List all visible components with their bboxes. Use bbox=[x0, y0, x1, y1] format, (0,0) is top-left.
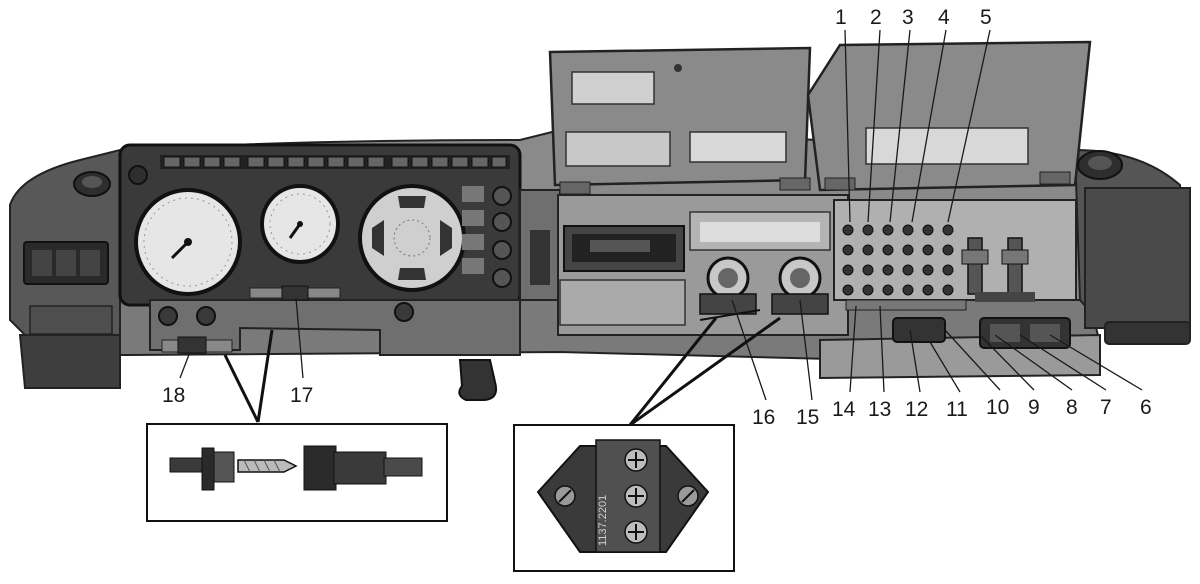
relay-16 bbox=[689, 211, 831, 321]
center-flap bbox=[548, 46, 812, 195]
callout-13: 13 bbox=[868, 398, 891, 421]
fuse-18 bbox=[161, 336, 233, 354]
callout-4: 4 bbox=[938, 6, 950, 29]
callout-7: 7 bbox=[1100, 396, 1112, 419]
toggle-levers bbox=[961, 237, 1035, 302]
leader-lines bbox=[179, 29, 1143, 401]
right-vent bbox=[1077, 150, 1123, 180]
combination-gauge bbox=[358, 184, 466, 292]
radio-unit bbox=[563, 225, 685, 272]
callout-12: 12 bbox=[905, 398, 928, 421]
left-switch-block bbox=[23, 241, 113, 335]
inset-fuse-detail bbox=[146, 329, 448, 522]
callout-18: 18 bbox=[162, 384, 185, 407]
warning-lamp-strip bbox=[160, 155, 510, 169]
fuse-block bbox=[842, 224, 954, 296]
callout-numbers: 1 2 3 4 5 6 7 8 9 10 11 12 13 14 15 16 1… bbox=[162, 6, 1152, 429]
center-panel bbox=[519, 189, 849, 336]
callout-2: 2 bbox=[870, 6, 882, 29]
callout-6: 6 bbox=[1140, 396, 1152, 419]
fuse-holder-part bbox=[169, 447, 235, 491]
callout-3: 3 bbox=[902, 6, 914, 29]
inset-relay-detail: 1137.2201 bbox=[513, 316, 781, 572]
callout-14: 14 bbox=[832, 398, 856, 421]
callout-16: 16 bbox=[752, 406, 775, 429]
callout-17: 17 bbox=[290, 384, 313, 407]
callout-9: 9 bbox=[1028, 396, 1040, 419]
right-flap bbox=[806, 40, 1092, 192]
pressure-gauge bbox=[260, 184, 340, 264]
indicator-lamp-column bbox=[462, 186, 512, 288]
relay-terminal-screws bbox=[624, 448, 648, 544]
callout-10: 10 bbox=[986, 396, 1009, 419]
steering-column bbox=[458, 359, 498, 401]
fuse-panel bbox=[833, 199, 1077, 311]
instrument-cluster bbox=[118, 143, 522, 307]
callout-1: 1 bbox=[835, 6, 847, 29]
left-vent bbox=[73, 171, 111, 197]
callout-5: 5 bbox=[980, 6, 992, 29]
fuse-17 bbox=[249, 285, 341, 301]
callout-8: 8 bbox=[1066, 396, 1078, 419]
fuse-cap-part bbox=[303, 445, 423, 491]
callout-11: 11 bbox=[946, 398, 968, 421]
lower-shroud bbox=[149, 285, 521, 356]
relay-body: 1137.2201 bbox=[536, 439, 710, 553]
callout-15: 15 bbox=[796, 406, 819, 429]
speedometer-gauge bbox=[134, 188, 242, 296]
relay-part-number: 1137.2201 bbox=[597, 495, 609, 546]
fuse-insert-part bbox=[237, 459, 298, 473]
